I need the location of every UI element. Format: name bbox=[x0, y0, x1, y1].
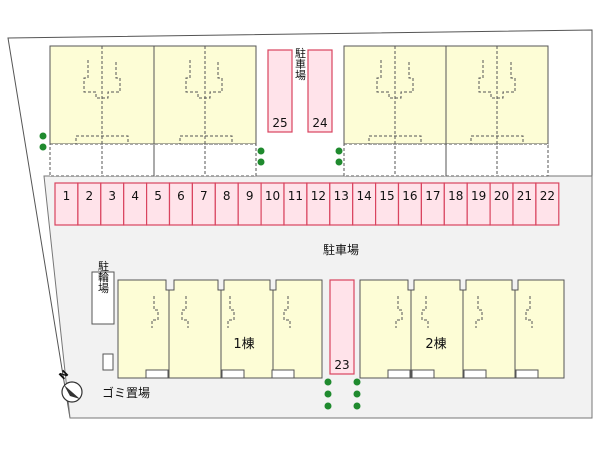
tree-icon bbox=[324, 402, 332, 410]
parking-space-24-label: 24 bbox=[312, 116, 327, 130]
parking-space-label: 7 bbox=[200, 189, 208, 203]
parking-space-label: 8 bbox=[223, 189, 231, 203]
tree-icon bbox=[324, 378, 332, 386]
tree-icon bbox=[353, 390, 361, 398]
parking-space-22 bbox=[535, 182, 560, 226]
tree-icon bbox=[39, 132, 47, 140]
tree-icon bbox=[335, 158, 343, 166]
parking-space-label: 12 bbox=[311, 189, 326, 203]
tree-icon bbox=[257, 158, 265, 166]
parking-space-label: 18 bbox=[448, 189, 463, 203]
parking-space-label: 19 bbox=[471, 189, 486, 203]
north-building-left bbox=[49, 45, 257, 177]
building-2-label: 2棟 bbox=[425, 337, 446, 352]
parking-space-label: 17 bbox=[425, 189, 440, 203]
tree-icon bbox=[257, 147, 265, 155]
north-building-right bbox=[343, 45, 549, 177]
parking-space-label: 15 bbox=[379, 189, 394, 203]
parking-space-label: 4 bbox=[131, 189, 139, 203]
bicycle-parking-label: 駐輪場 bbox=[97, 259, 110, 294]
building-2 bbox=[359, 279, 565, 379]
parking-space-label: 9 bbox=[246, 189, 254, 203]
parking-space-24 bbox=[307, 49, 333, 133]
parking-space-23 bbox=[329, 279, 355, 375]
top-parking-label: 駐車場 bbox=[294, 46, 307, 81]
garbage-label: ゴミ置場 bbox=[102, 385, 150, 400]
parking-space-label: 14 bbox=[357, 189, 372, 203]
tree-icon bbox=[353, 402, 361, 410]
parking-space-label: 10 bbox=[265, 189, 280, 203]
compass-icon: N bbox=[58, 369, 83, 403]
garbage-station bbox=[102, 353, 114, 371]
trees bbox=[39, 132, 361, 410]
parking-space-23-label: 23 bbox=[334, 358, 349, 372]
parking-space-label: 13 bbox=[334, 189, 349, 203]
parking-space-label: 2 bbox=[86, 189, 94, 203]
main-parking-label: 駐車場 bbox=[323, 242, 359, 257]
parking-space-25-label: 25 bbox=[272, 116, 287, 130]
building-1-label: 1棟 bbox=[233, 337, 254, 352]
parking-space-label: 22 bbox=[540, 189, 555, 203]
parking-space-label: 11 bbox=[288, 189, 303, 203]
parking-space-label: 1 bbox=[63, 189, 71, 203]
tree-icon bbox=[324, 390, 332, 398]
parking-space-25 bbox=[267, 49, 293, 133]
parking-space-label: 6 bbox=[177, 189, 185, 203]
parking-space-label: 20 bbox=[494, 189, 509, 203]
tree-icon bbox=[335, 147, 343, 155]
parking-space-label: 5 bbox=[154, 189, 162, 203]
tree-icon bbox=[353, 378, 361, 386]
bicycle-parking bbox=[91, 271, 115, 325]
parking-space-label: 21 bbox=[517, 189, 532, 203]
building-1 bbox=[117, 279, 323, 379]
parking-space-label: 3 bbox=[108, 189, 116, 203]
tree-icon bbox=[39, 143, 47, 151]
parking-space-label: 16 bbox=[402, 189, 417, 203]
